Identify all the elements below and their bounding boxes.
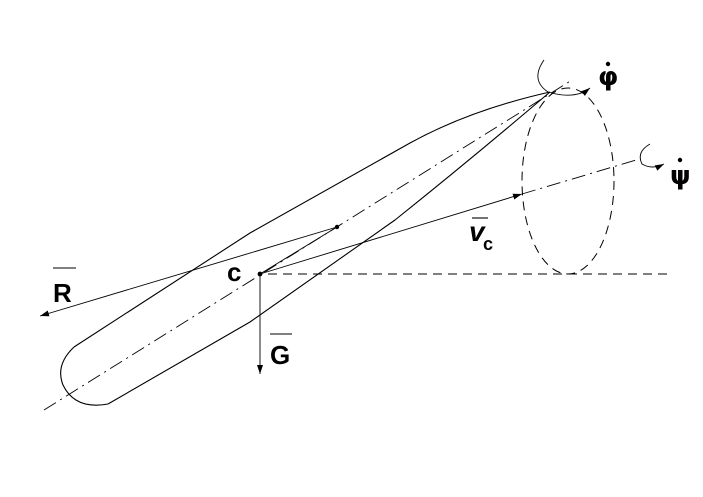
c-to-axis-line bbox=[259, 226, 338, 275]
spin-rotation-arc bbox=[537, 59, 591, 96]
dot-phi bbox=[605, 61, 611, 67]
label-psi: ψ bbox=[670, 161, 691, 191]
dot-psi bbox=[677, 157, 683, 163]
label-G: G bbox=[270, 340, 290, 370]
label-velocity-subscript: c bbox=[483, 234, 493, 254]
precession-axis bbox=[259, 193, 523, 275]
force-R-arrow bbox=[39, 226, 338, 317]
label-c: c bbox=[227, 257, 241, 287]
cone-upper-edge bbox=[73, 91, 551, 348]
precession-rotation-arc bbox=[639, 143, 665, 171]
center-point bbox=[257, 271, 263, 277]
cone-rounded-end bbox=[60, 346, 109, 406]
precession-axis-extension bbox=[521, 159, 637, 195]
cone-body bbox=[60, 91, 551, 406]
label-velocity: v bbox=[469, 216, 486, 247]
cone-lower-edge bbox=[107, 91, 551, 405]
rotation-ellipse bbox=[521, 87, 615, 275]
label-phi: φ bbox=[598, 62, 618, 92]
label-R: R bbox=[53, 278, 72, 308]
